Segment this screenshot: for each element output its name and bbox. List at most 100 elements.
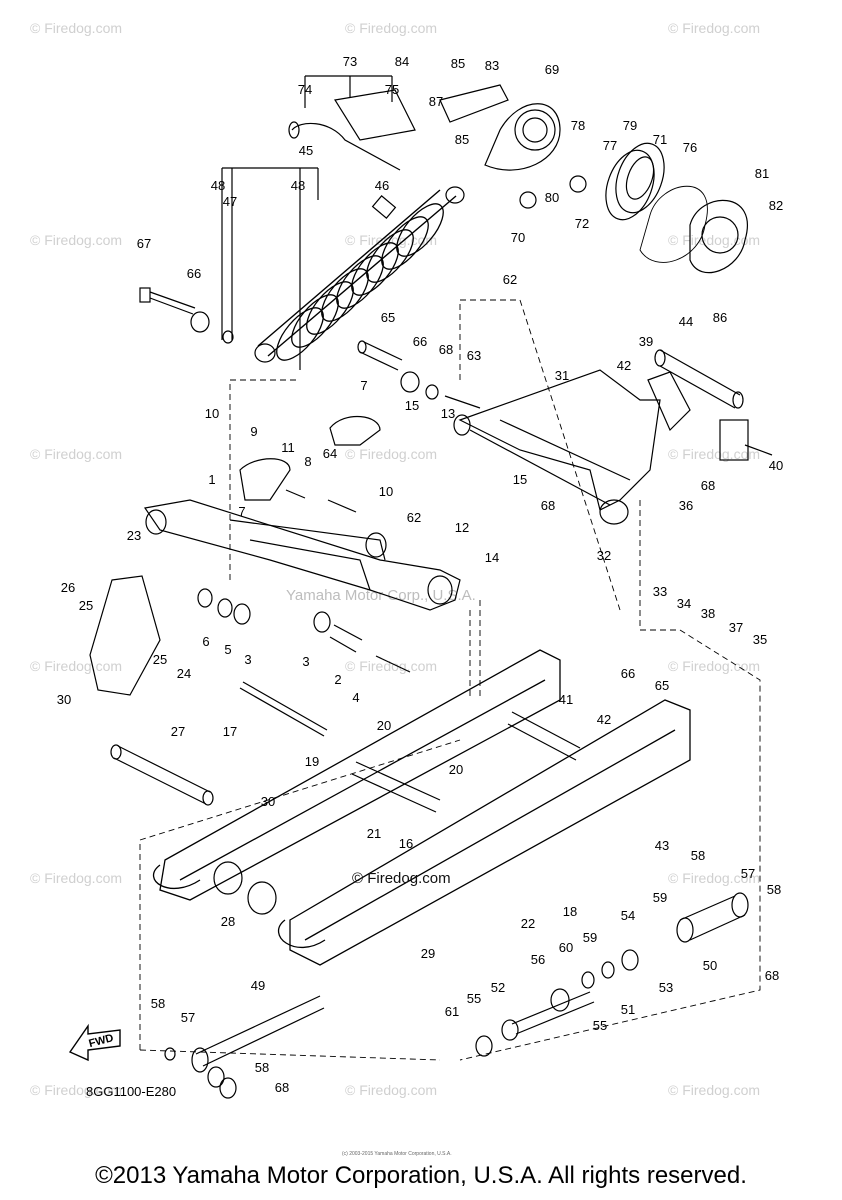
part-callout-number: 7 [360, 378, 367, 393]
bracket-74 [334, 89, 416, 141]
part-callout-number: 1 [208, 472, 215, 487]
collar-57 [207, 1066, 225, 1088]
part-callout-number: 86 [713, 310, 727, 325]
watermark: © Firedog.com [345, 20, 438, 36]
part-callout-number: 78 [571, 118, 585, 133]
watermark: © Firedog.com [345, 446, 438, 462]
plate-40 [719, 419, 749, 461]
bolt-4 [375, 655, 411, 673]
part-callout-number: 83 [485, 58, 499, 73]
collar [197, 588, 213, 608]
watermark: © Firedog.com [668, 232, 761, 248]
axle-49 [191, 995, 325, 1073]
part-callout-number: 48 [211, 178, 225, 193]
part-callout-number: 35 [753, 632, 767, 647]
adjuster-gear [605, 142, 665, 221]
part-callout-number: 45 [299, 143, 313, 158]
bushing [400, 371, 420, 393]
adjuster-54 [621, 949, 639, 971]
watermark: © Firedog.com [30, 658, 123, 674]
watermark: © Firedog.com [30, 446, 123, 462]
part-callout-number: 41 [559, 692, 573, 707]
part-callout-number: 68 [541, 498, 555, 513]
part-callout-number: 2 [334, 672, 341, 687]
watermark: © Firedog.com [30, 870, 123, 886]
part-callout-number: 6 [202, 634, 209, 649]
part-callout-number: 25 [153, 652, 167, 667]
watermark: © Firedog.com [668, 870, 761, 886]
shaft-65 [357, 340, 403, 371]
part-callout-number: 12 [455, 520, 469, 535]
part-callout-number: 10 [379, 484, 393, 499]
part-callout-number: 70 [511, 230, 525, 245]
part-callout-number: 5 [224, 642, 231, 657]
watermark: © Firedog.com [668, 1082, 761, 1098]
part-callout-number: 58 [255, 1060, 269, 1075]
part-callout-number: 16 [399, 836, 413, 851]
part-callout-number: 57 [181, 1010, 195, 1025]
part-callout-number: 25 [79, 598, 93, 613]
part-callout-number: 77 [603, 138, 617, 153]
part-callout-number: 32 [597, 548, 611, 563]
part-callout-number: 34 [677, 596, 691, 611]
part-callout-number: 75 [385, 82, 399, 97]
collar-55 [475, 1035, 493, 1057]
part-callout-number: 8 [304, 454, 311, 469]
part-callout-number: 20 [449, 762, 463, 777]
part-callout-number: 4 [352, 690, 359, 705]
part-callout-number: 63 [467, 348, 481, 363]
idler-shaft-50 [676, 892, 749, 943]
part-callout-number: 19 [305, 754, 319, 769]
part-callout-number: 22 [521, 916, 535, 931]
part-callout-number: 52 [491, 980, 505, 995]
reservoir-hose [291, 122, 401, 171]
part-callout-number: 55 [467, 991, 481, 1006]
shock-absorber [254, 186, 465, 363]
front-arm-1 [143, 499, 461, 611]
rear-arm-31 [453, 369, 661, 525]
part-callout-number: 58 [151, 996, 165, 1011]
part-callout-number: 28 [221, 914, 235, 929]
part-callout-number: 72 [575, 216, 589, 231]
watermark: © Firedog.com [668, 446, 761, 462]
part-callout-number: 65 [655, 678, 669, 693]
part-callout-number: 24 [177, 666, 191, 681]
part-callout-number: 21 [367, 826, 381, 841]
part-callout-number: 68 [275, 1080, 289, 1095]
shaft-41 [507, 711, 581, 761]
part-callout-number: 67 [137, 236, 151, 251]
part-callout-number: 62 [503, 272, 517, 287]
part-callout-number: 66 [621, 666, 635, 681]
hose-fitting [288, 121, 300, 139]
part-callout-number: 15 [405, 398, 419, 413]
shaft-27 [110, 744, 214, 806]
part-callout-number: 66 [413, 334, 427, 349]
part-callout-number: 64 [323, 446, 337, 461]
part-callout-number: 47 [223, 194, 237, 209]
bracket-83 [439, 84, 509, 123]
part-callout-number: 73 [343, 54, 357, 69]
part-callout-number: 58 [767, 882, 781, 897]
washer [222, 330, 234, 344]
watermark: © Firedog.com [668, 20, 761, 36]
part-callout-number: 60 [559, 940, 573, 955]
washer-59 [601, 961, 615, 979]
gasket [639, 185, 708, 263]
collar [313, 611, 331, 633]
part-callout-number: 3 [244, 652, 251, 667]
link-7 [239, 458, 291, 501]
watermark: © Firedog.com [30, 232, 123, 248]
center-watermark: © Firedog.com [352, 870, 451, 887]
part-callout-number: 14 [485, 550, 499, 565]
bolt-17 [239, 687, 325, 737]
washer-58 [164, 1047, 176, 1061]
part-callout-number: 42 [597, 712, 611, 727]
part-callout-number: 80 [545, 190, 559, 205]
gear-70 [519, 191, 537, 209]
part-callout-number: 20 [377, 718, 391, 733]
slide-rail-right [278, 699, 691, 966]
part-callout-number: 59 [653, 890, 667, 905]
part-callout-number: 37 [729, 620, 743, 635]
